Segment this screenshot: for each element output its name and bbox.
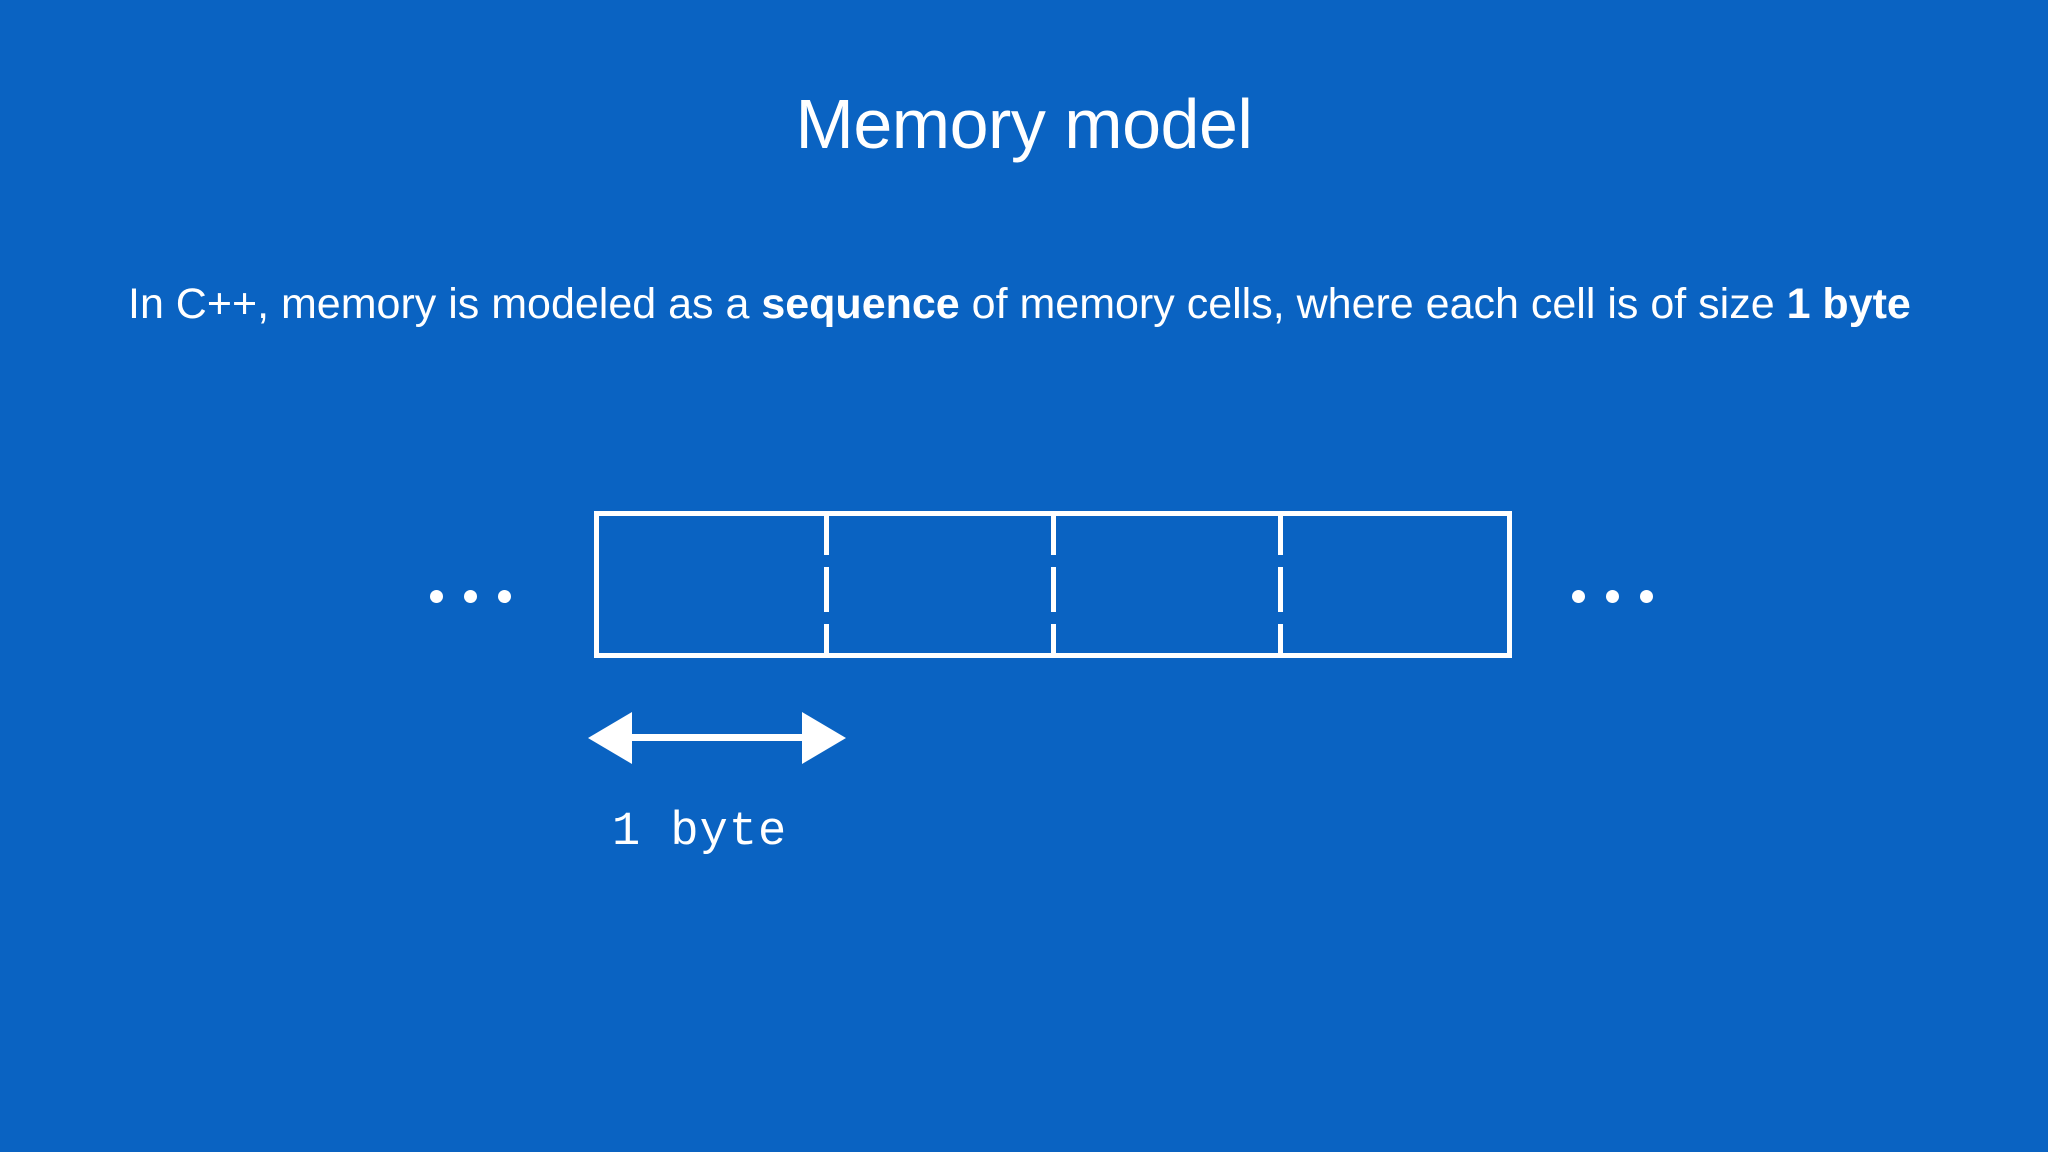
- memory-cells-border: [594, 511, 1512, 658]
- memory-cells-row: [594, 511, 1512, 658]
- memory-cell: [1053, 511, 1283, 658]
- arrow-head-left-icon: [588, 712, 632, 764]
- body-text-segment-2: of memory cells, where: [959, 280, 1426, 328]
- ellipsis-dot: [1640, 590, 1653, 603]
- memory-cell: [826, 511, 1056, 658]
- body-text-segment-3: each cell is of size: [1425, 280, 1787, 328]
- memory-cell: [1280, 516, 1507, 653]
- measure-label: 1 byte: [612, 806, 788, 859]
- ellipsis-dot: [1606, 590, 1619, 603]
- arrow-head-right-icon: [802, 712, 846, 764]
- ellipsis-dot: [464, 590, 477, 603]
- body-emphasis-sequence: sequence: [761, 280, 960, 328]
- body-emphasis-one-byte: 1 byte: [1786, 280, 1911, 328]
- ellipsis-dot: [430, 590, 443, 603]
- right-ellipsis-icon: [1572, 590, 1653, 603]
- memory-cell: [599, 511, 829, 658]
- arrow-shaft: [632, 734, 802, 741]
- ellipsis-dot: [498, 590, 511, 603]
- body-text-segment-1: In C++, memory is modeled as a: [128, 280, 762, 328]
- page-title: Memory model: [795, 85, 1253, 163]
- left-ellipsis-icon: [430, 590, 511, 603]
- double-headed-arrow-icon: [588, 708, 846, 768]
- body-paragraph: In C++, memory is modeled as a sequence …: [128, 274, 1948, 335]
- ellipsis-dot: [1572, 590, 1585, 603]
